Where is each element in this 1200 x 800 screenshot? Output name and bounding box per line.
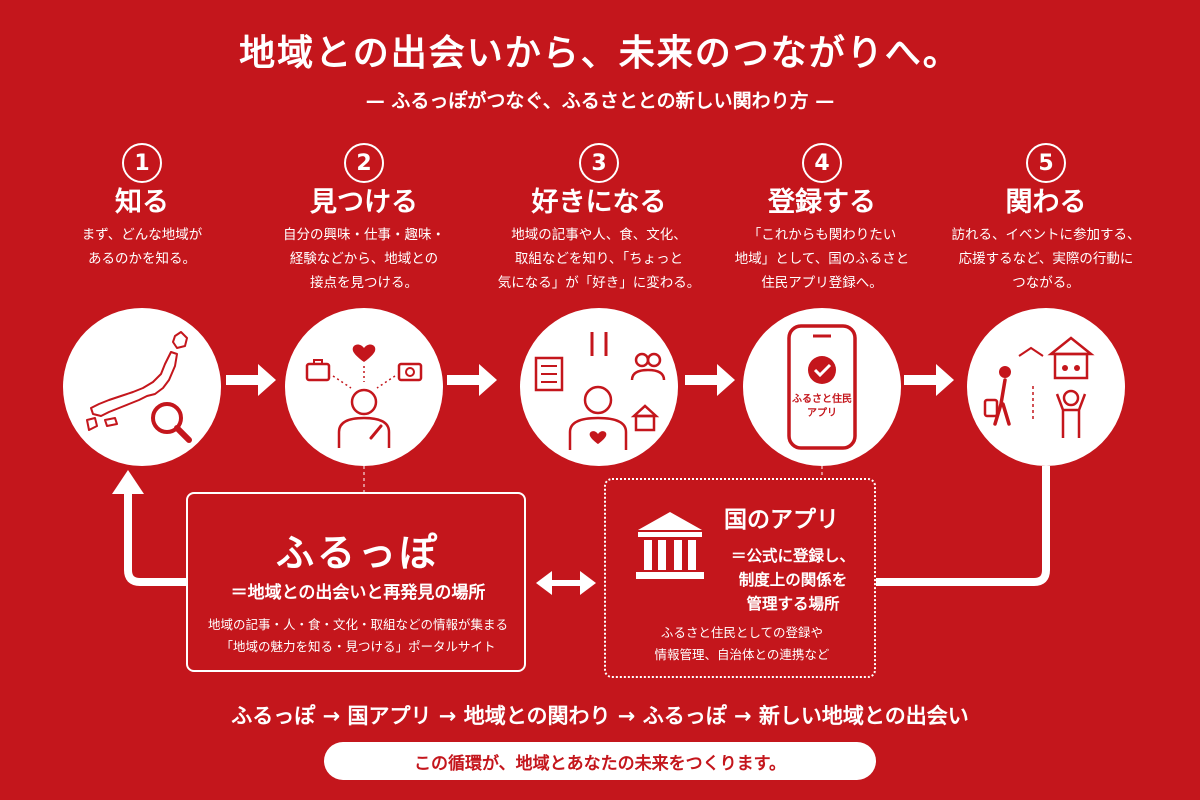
national-app-box: 国のアプリ ＝公式に登録し、 制度上の関係を 管理する場所 ふるさと住民としての…: [604, 478, 876, 678]
page-subtitle: — ふるっぽがつなぐ、ふるさととの新しい関わり方 —: [365, 90, 835, 112]
desc-line: つながる。: [1012, 275, 1080, 291]
step-number: 5: [1026, 143, 1066, 183]
phone-label-line2: アプリ: [807, 406, 837, 419]
furuppo-box: ふるっぽ ＝地域との出会いと再発見の場所 地域の記事・人・食・文化・取組などの情…: [186, 492, 526, 672]
step-description: 地域の記事や人、食、文化、 取組などを知り、「ちょっと 気になる」が「好き」に変…: [484, 223, 714, 295]
furuppo-description: 地域の記事・人・食・文化・取組などの情報が集まる 「地域の魅力を知る・見つける」…: [188, 614, 528, 658]
desc-line: 気になる」が「好き」に変わる。: [497, 275, 701, 291]
step-description: 訪れる、イベントに参加する、 応援するなど、実際の行動に つながる。: [931, 223, 1161, 295]
arrow-right-icon: [226, 364, 276, 396]
smartphone-check-icon: ふるさと住民 アプリ: [743, 308, 901, 466]
step-title: 関わる: [1005, 187, 1087, 218]
step-title: 登録する: [768, 187, 876, 218]
arrow-right-icon: [904, 364, 954, 396]
desc-line: 自分の興味・仕事・趣味・: [283, 227, 445, 243]
subtitle-line: 管理する場所: [746, 595, 840, 613]
step-number: 1: [122, 143, 162, 183]
desc-line: 経験などから、地域との: [289, 251, 439, 267]
step-description: まず、どんな地域が あるのかを知る。: [27, 223, 257, 271]
cycle-flow-text: ふるっぽ → 国アプリ → 地域との関わり → ふるっぽ → 新しい地域との出会…: [231, 704, 969, 728]
furuppo-title: ふるっぽ: [275, 531, 440, 575]
furuppo-subtitle: ＝地域との出会いと再発見の場所: [230, 583, 486, 603]
page-title: 地域との出会いから、未来のつながりへ。: [239, 33, 961, 74]
step-description: 「これからも関わりたい 地域」として、国のふるさと 住民アプリ登録へ。: [707, 223, 937, 295]
step-title: 見つける: [310, 187, 418, 218]
desc-line: まず、どんな地域が: [81, 227, 203, 243]
loop-back-line: [124, 492, 186, 586]
national-app-subtitle: ＝公式に登録し、 制度上の関係を 管理する場所: [718, 544, 868, 616]
desc-line: 接点を見つける。: [310, 275, 418, 291]
step-description: 自分の興味・仕事・趣味・ 経験などから、地域との 接点を見つける。: [249, 223, 479, 295]
circle5-to-app-line: [876, 466, 1050, 586]
desc-line: 情報管理、自治体との連携など: [654, 647, 830, 662]
footer-message: この循環が、地域とあなたの未来をつくります。: [324, 742, 876, 780]
subtitle-line: ＝公式に登録し、: [730, 547, 855, 565]
person-interests-icon: [285, 308, 443, 466]
desc-line: 住民アプリ登録へ。: [761, 275, 883, 291]
step-number: 3: [579, 143, 619, 183]
step-title: 知る: [115, 187, 169, 218]
phone-label-line1: ふるさと住民: [792, 392, 852, 405]
double-arrow-left-head: [536, 571, 552, 595]
arrow-right-icon: [685, 364, 735, 396]
loop-back-arrowhead: [112, 470, 144, 494]
desc-line: 取組などを知り、「ちょっと: [514, 251, 684, 267]
step-number: 2: [344, 143, 384, 183]
japan-map-magnifier-icon: [63, 308, 221, 466]
government-building-icon: [636, 512, 704, 579]
desc-line: 地域」として、国のふるさと: [734, 251, 910, 267]
visit-event-cheer-icon: [967, 308, 1125, 466]
desc-line: 「これからも関わりたい: [747, 227, 897, 243]
double-arrow-right-head: [580, 571, 596, 595]
desc-line: 地域の記事や人、食、文化、: [511, 227, 687, 243]
national-app-title: 国のアプリ: [724, 507, 839, 533]
desc-line: 応援するなど、実際の行動に: [958, 251, 1134, 267]
step-title: 好きになる: [531, 187, 667, 218]
desc-line: 訪れる、イベントに参加する、: [951, 227, 1141, 243]
desc-line: あるのかを知る。: [88, 251, 196, 267]
desc-line: ふるさと住民としての登録や: [660, 625, 824, 640]
step-number: 4: [802, 143, 842, 183]
desc-line: 「地域の魅力を知る・見つける」ポータルサイト: [220, 639, 496, 654]
subtitle-line: 制度上の関係を: [738, 571, 848, 589]
person-heart-culture-icon: [520, 308, 678, 466]
arrow-right-icon: [447, 364, 497, 396]
desc-line: 地域の記事・人・食・文化・取組などの情報が集まる: [207, 617, 508, 632]
national-app-description: ふるさと住民としての登録や 情報管理、自治体との連携など: [606, 622, 878, 666]
